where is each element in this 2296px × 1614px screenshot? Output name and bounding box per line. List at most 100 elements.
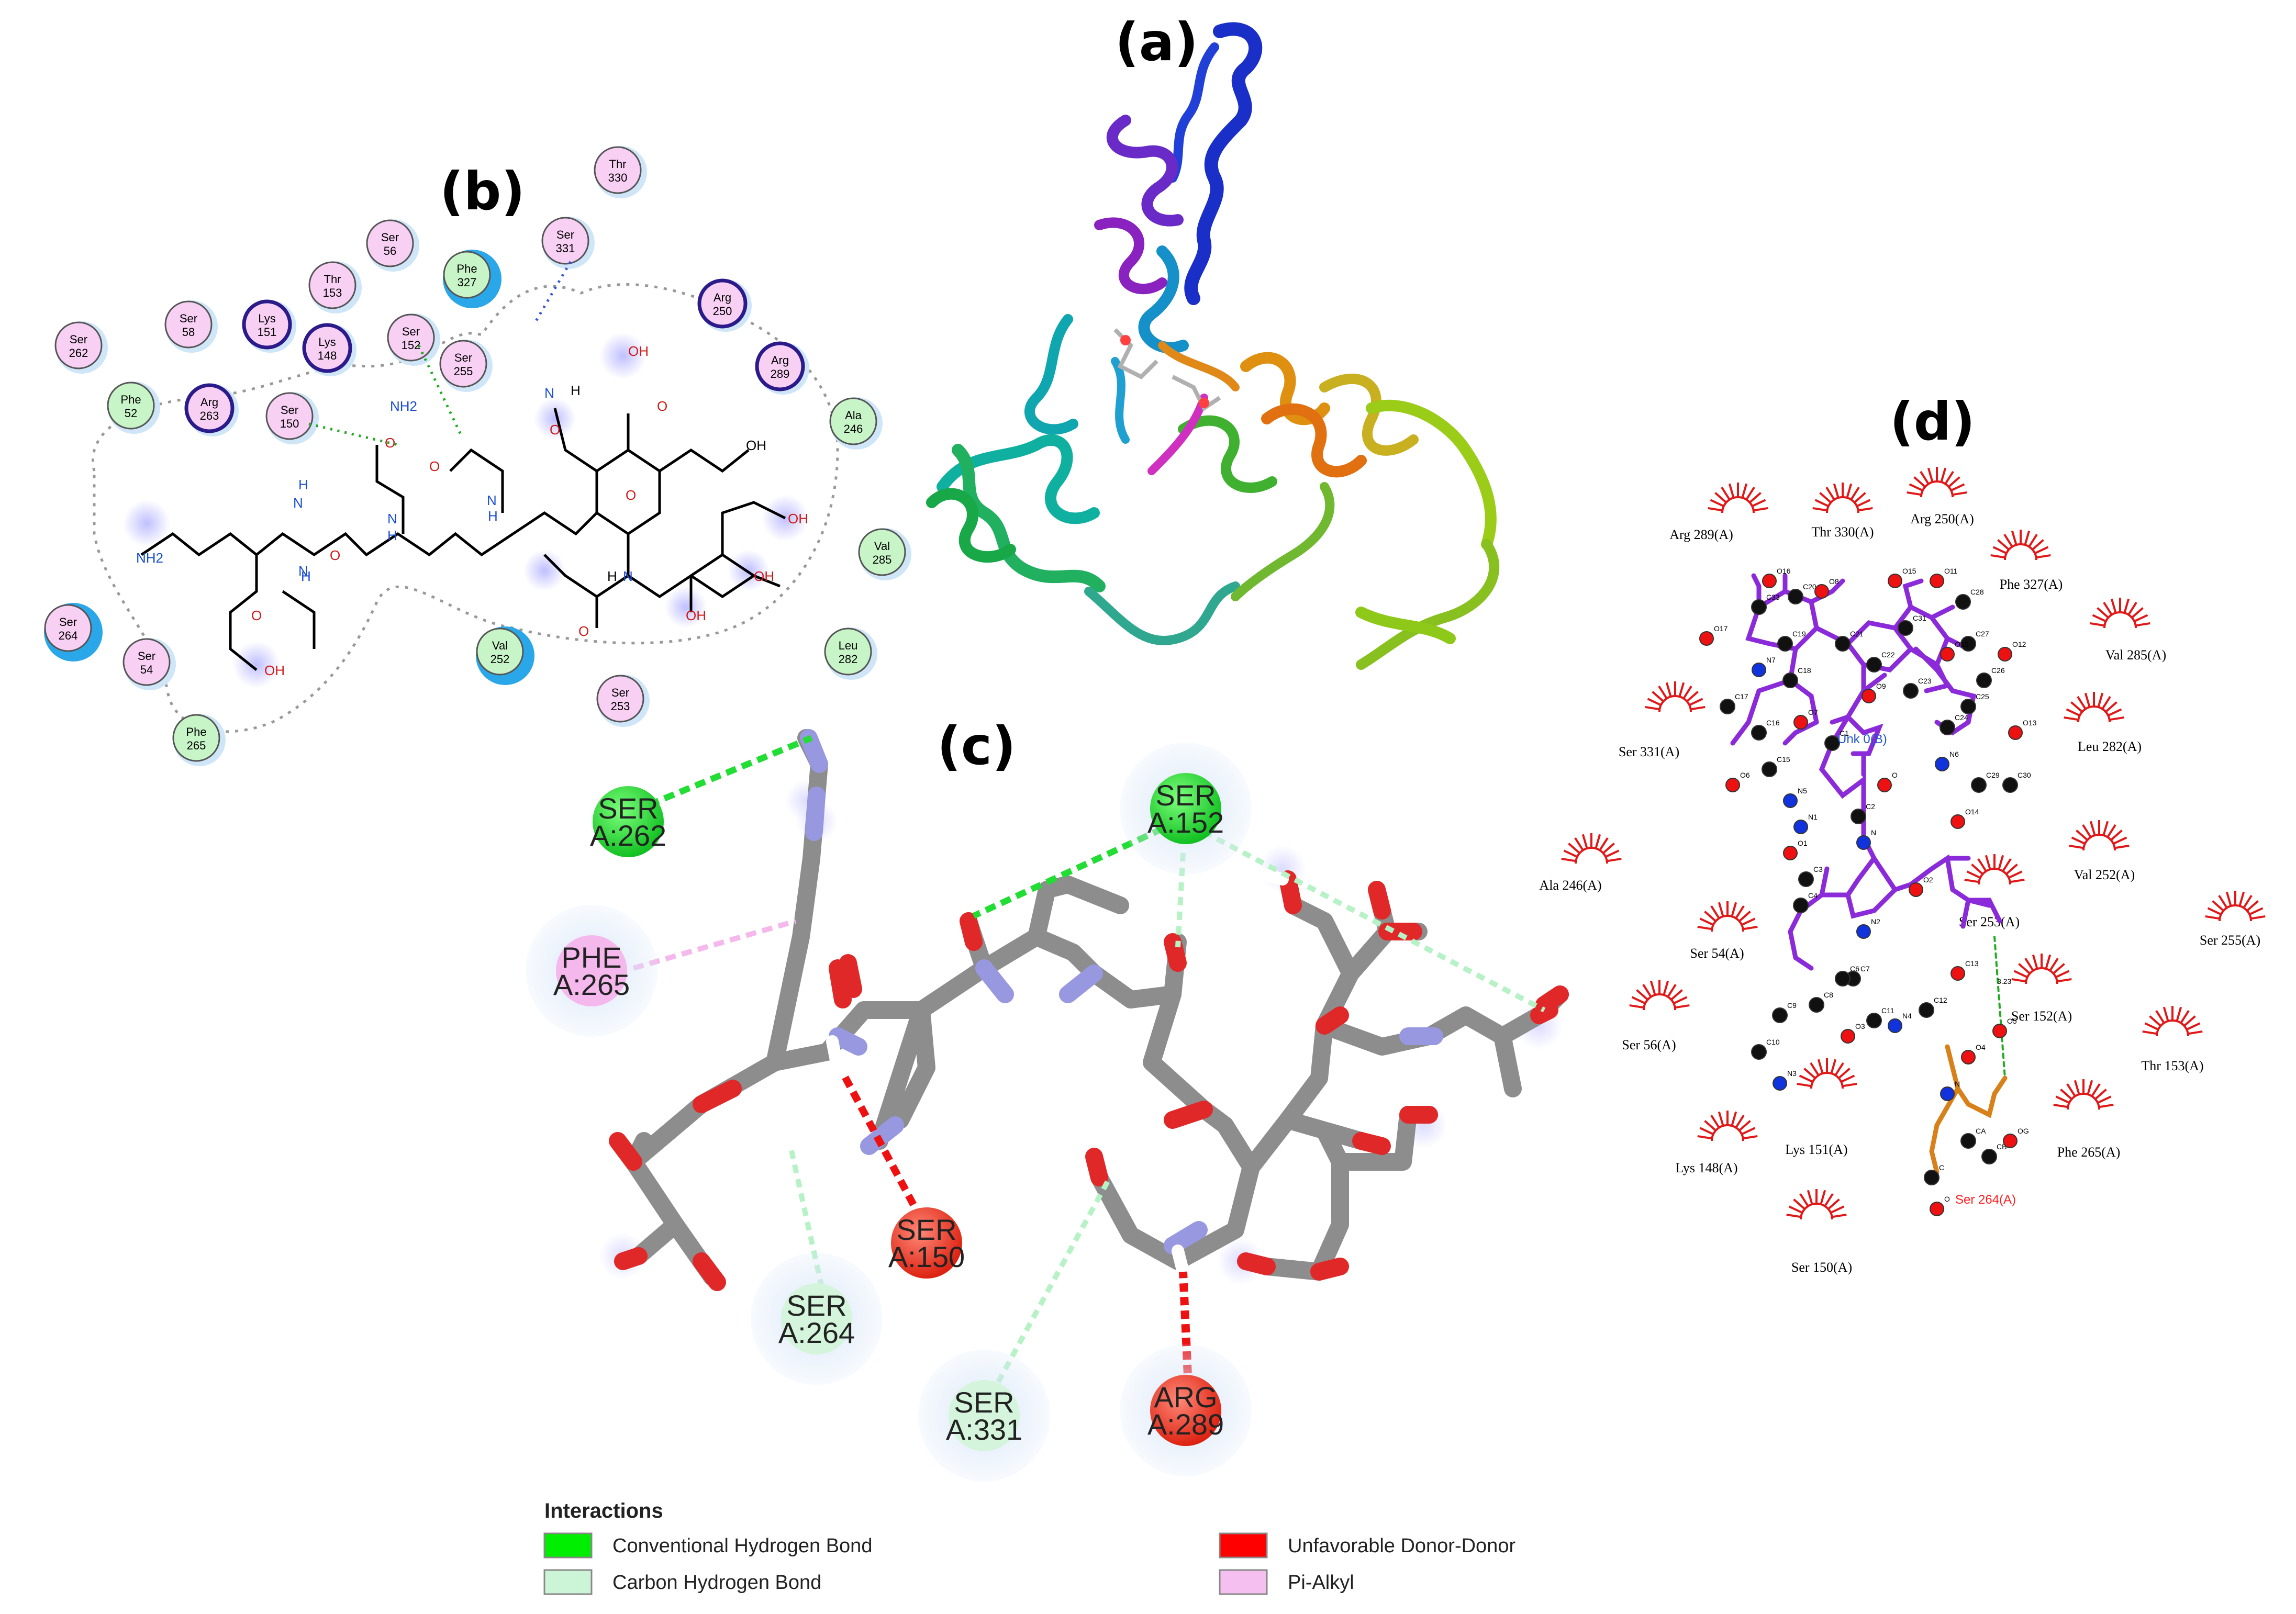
ligplot-atom: N1 xyxy=(1793,813,1818,834)
atom-label: C21 xyxy=(1850,630,1864,638)
eyelash-arc xyxy=(1697,1111,1758,1141)
atom-sphere xyxy=(1961,1050,1976,1064)
ligplot-atom: C16 xyxy=(1751,719,1780,741)
ligplot-atom: C6 xyxy=(1835,965,1859,987)
atom-sphere xyxy=(1762,574,1777,588)
legend-swatch xyxy=(1219,1532,1268,1559)
atom-label: N xyxy=(1871,828,1876,837)
ligplot-atom: C18 xyxy=(1782,666,1811,688)
ligplot-atom: C8 xyxy=(1809,991,1833,1013)
atom-sphere xyxy=(1930,574,1944,588)
residue-name: Val xyxy=(492,639,508,652)
residue-number: 54 xyxy=(140,663,153,676)
ligplot-atom: N5 xyxy=(1783,787,1807,808)
residue-number: 153 xyxy=(323,286,342,299)
residue-label: Ser 150(A) xyxy=(1791,1260,1852,1275)
residue-name: Ala xyxy=(845,409,862,422)
atom-label: C27 xyxy=(1976,630,1989,638)
atom-label: N5 xyxy=(1798,787,1807,795)
eyelash-arc xyxy=(2011,954,2072,984)
atom-label: C20 xyxy=(1803,582,1816,591)
atom-label: C9 xyxy=(1787,1001,1797,1010)
atom-sphere xyxy=(1909,882,1923,897)
atom-sphere xyxy=(1981,1149,1997,1164)
residue-name: SER xyxy=(896,1213,956,1246)
ligplot-atom: C4 xyxy=(1793,891,1818,913)
residue-name: Arg xyxy=(200,396,218,409)
ligplot-atom: C10 xyxy=(1751,1038,1780,1060)
residue-position: A:289 xyxy=(1147,1408,1224,1441)
ligplot-atom: N4 xyxy=(1888,1012,1912,1033)
atom-sphere xyxy=(1751,725,1767,741)
atom-sphere xyxy=(1998,647,2012,662)
ligplot-atom: C33 xyxy=(1751,593,1780,615)
atom-label: C7 xyxy=(1860,965,1870,973)
atom-sphere xyxy=(2002,777,2018,793)
atom-label: O16 xyxy=(1777,567,1791,575)
ligplot-atom: O8 xyxy=(1814,577,1839,599)
hbond-distance: 3.23 xyxy=(1997,977,2011,985)
ligplot-atom: C19 xyxy=(1777,630,1806,652)
residue-label: Lys 148(A) xyxy=(1675,1160,1737,1175)
atom-sphere xyxy=(1940,647,1955,662)
atom-label: N xyxy=(387,511,397,526)
residue-disc xyxy=(781,1283,852,1354)
residue-name: Arg xyxy=(714,291,731,304)
ligplot-atom: C27 xyxy=(1960,630,1989,652)
residue-circle xyxy=(366,219,414,267)
atom-label: OH xyxy=(264,663,285,678)
atom-label: O xyxy=(385,435,395,451)
atom-sphere xyxy=(1877,778,1892,792)
atom-label: H xyxy=(607,568,617,584)
residue-name: Leu xyxy=(839,639,858,652)
atom-label: C22 xyxy=(1881,651,1895,659)
panel-a: (a) xyxy=(926,12,1500,670)
ligplot-atom: O2 xyxy=(1909,876,1933,897)
atom-label: C6 xyxy=(1850,965,1859,973)
ligplot-atom: C30 xyxy=(2002,771,2031,793)
atom-label: OH xyxy=(628,343,649,359)
atom-label: NH2 xyxy=(136,550,163,566)
hydrophobic-residue-arcs: Arg 289(A)Thr 330(A)Arg 250(A)Phe 327(A)… xyxy=(1539,467,2266,1275)
residue-name: PHE xyxy=(561,941,621,974)
atom-label: O17 xyxy=(1714,624,1728,633)
atom-sphere xyxy=(1720,699,1735,714)
atom-label: O15 xyxy=(1902,567,1916,575)
residue-circle xyxy=(443,251,491,299)
ligplot-atom: CB xyxy=(1981,1142,2007,1164)
residue-position: A:331 xyxy=(946,1413,1022,1446)
ligplot-atom: O xyxy=(1930,1195,1950,1216)
ligplot-atom: C20 xyxy=(1788,582,1816,604)
atom-sphere xyxy=(1751,1044,1767,1060)
residue-position: A:265 xyxy=(553,968,630,1001)
ligplot-atom: N xyxy=(1856,828,1876,850)
residue-circle xyxy=(541,217,589,265)
residue-label: Phe 265(A) xyxy=(2057,1145,2121,1160)
atom-sphere xyxy=(1851,809,1866,824)
residue-name: SER xyxy=(1155,779,1216,812)
ligplot-atom: N xyxy=(1940,1080,1960,1101)
ligplot-atom: O6 xyxy=(1725,771,1750,792)
atom-sphere xyxy=(2003,1134,2018,1148)
atom-label: C26 xyxy=(1991,666,2005,675)
atom-sphere xyxy=(1788,589,1803,604)
panel-b: (b) Ser262Ser58Lys151Lys148Thr153Ser56Ph… xyxy=(44,146,911,766)
atom-sphere xyxy=(1903,683,1919,699)
residue-number: 289 xyxy=(771,367,790,380)
hbond-residue-label: Ser 264(A) xyxy=(1955,1193,2016,1207)
residue-label: Ser 56(A) xyxy=(1622,1037,1676,1052)
eyelash-arc xyxy=(2205,891,2266,922)
atom-label: C23 xyxy=(1918,677,1932,685)
ligplot-atom: O5 xyxy=(1992,1017,2017,1038)
atom-sphere xyxy=(1824,735,1840,751)
ligand-2d-structure xyxy=(123,332,809,688)
atom-sphere xyxy=(1773,1076,1787,1091)
residue-circle xyxy=(387,313,435,362)
residue-circle xyxy=(302,323,352,373)
atom-label: OH xyxy=(754,568,774,584)
atom-label: C3 xyxy=(1813,865,1823,873)
